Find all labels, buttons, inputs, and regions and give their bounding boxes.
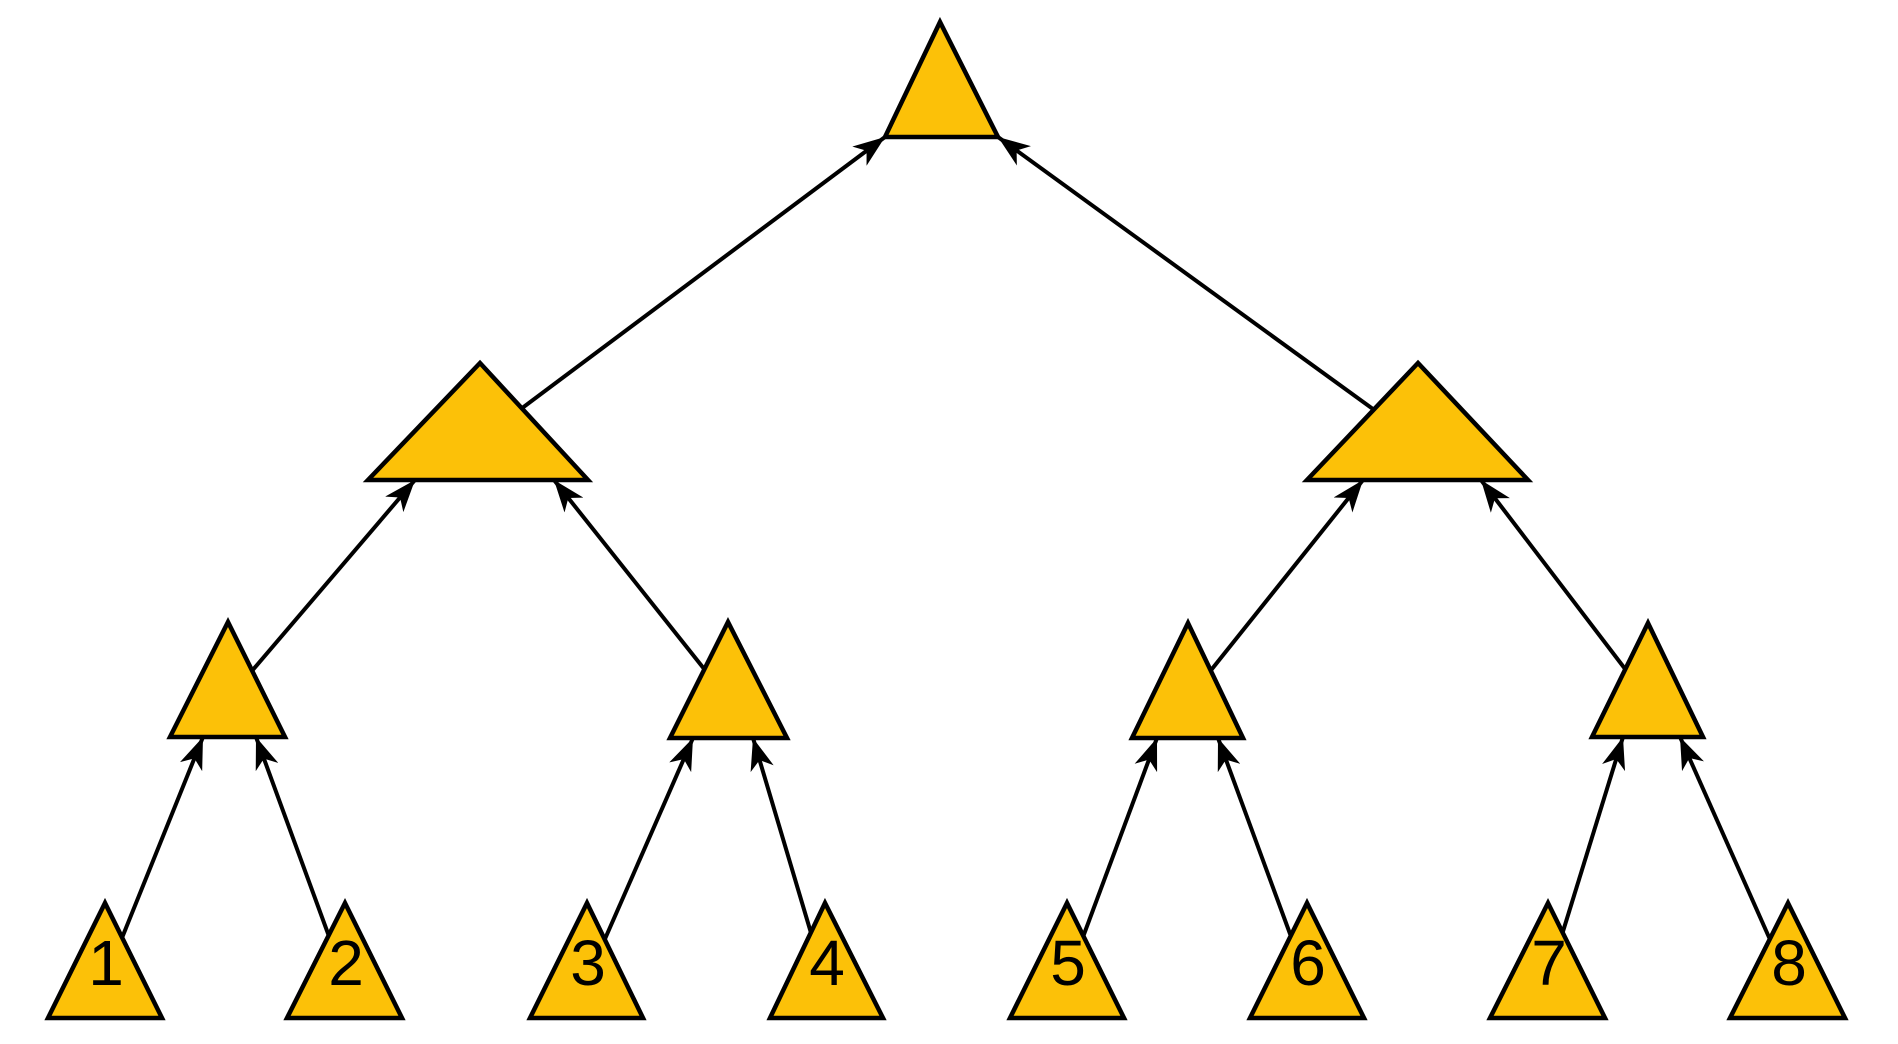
node-label-leaf-5: 5 — [1050, 927, 1086, 999]
node-label-leaf-7: 7 — [1531, 927, 1567, 999]
triangle-node-n-l — [362, 359, 594, 483]
node-label-leaf-2: 2 — [328, 927, 364, 999]
triangle-node-n-lr — [666, 617, 791, 741]
node-label-leaf-8: 8 — [1771, 927, 1807, 999]
edge-n-rr-to-n-r — [1479, 478, 1650, 701]
triangle-node-leaf-1 — [44, 897, 166, 1021]
triangle-node-leaf-8 — [1726, 897, 1849, 1021]
edge-n-r-to-root — [996, 135, 1419, 443]
triangle-node-leaf-4 — [766, 897, 887, 1021]
node-label-leaf-6: 6 — [1290, 927, 1326, 999]
triangle-node-leaf-2 — [283, 897, 406, 1021]
edge-n-ll-to-n-l — [226, 478, 417, 701]
triangle-node-n-rr — [1588, 617, 1707, 740]
node-label-leaf-3: 3 — [570, 927, 606, 999]
node-label-leaf-1: 1 — [88, 927, 124, 999]
triangle-node-leaf-3 — [526, 897, 647, 1021]
triangle-node-root — [881, 16, 1002, 140]
triangle-node-leaf-5 — [1006, 897, 1128, 1021]
triangle-node-leaf-7 — [1486, 897, 1609, 1021]
edge-n-rl-to-n-r — [1186, 478, 1365, 701]
triangle-node-n-ll — [166, 616, 289, 740]
edge-n-l-to-root — [476, 135, 887, 443]
triangle-node-n-r — [1301, 359, 1534, 483]
triangle-node-leaf-6 — [1246, 897, 1368, 1021]
node-label-leaf-4: 4 — [809, 927, 845, 999]
triangle-node-n-rl — [1128, 617, 1247, 741]
edge-n-lr-to-n-l — [552, 478, 730, 701]
